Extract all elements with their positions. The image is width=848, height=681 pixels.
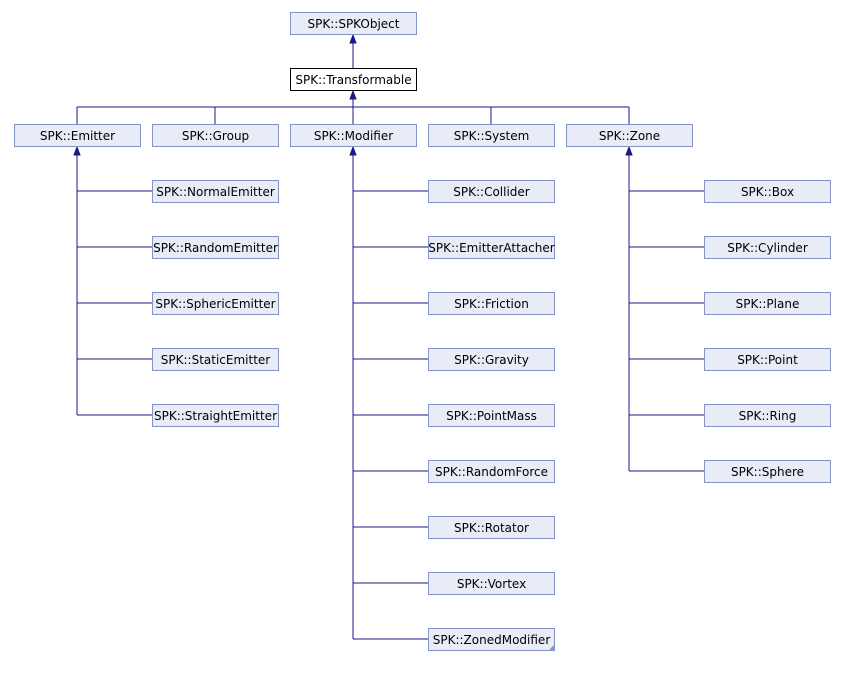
class-node-straightemitter[interactable]: SPK::StraightEmitter [152, 404, 279, 427]
more-children-indicator-icon [548, 644, 555, 651]
class-node-sphericemitter[interactable]: SPK::SphericEmitter [152, 292, 279, 315]
class-node-box [704, 236, 831, 259]
class-node-spkobject[interactable]: SPK::SPKObject [290, 12, 417, 35]
class-node-randomforce[interactable]: SPK::RandomForce [428, 460, 555, 483]
class-node-emitterattacher[interactable]: SPK::EmitterAttacher [428, 236, 555, 259]
class-node-label: SPK::Box [741, 185, 794, 199]
class-node-label: SPK::Group [182, 129, 249, 143]
class-node-zone[interactable]: SPK::Zone [566, 124, 693, 147]
class-node-label: SPK::Cylinder [727, 241, 808, 255]
class-node-label: SPK::Emitter [40, 129, 115, 143]
class-node-gravity[interactable]: SPK::Gravity [428, 348, 555, 371]
class-node-system[interactable]: SPK::System [428, 124, 555, 147]
class-node-label: SPK::Rotator [454, 521, 529, 535]
class-node-label: SPK::Sphere [731, 465, 804, 479]
class-node-box [704, 348, 831, 371]
class-node-rotator[interactable]: SPK::Rotator [428, 516, 555, 539]
class-node-box [152, 404, 279, 427]
class-node-label: SPK::StaticEmitter [161, 353, 271, 367]
class-node-box [290, 12, 417, 35]
class-node-label: SPK::PointMass [446, 409, 537, 423]
class-node-box [152, 292, 279, 315]
class-node-group[interactable]: SPK::Group [152, 124, 279, 147]
class-node-label: SPK::Zone [599, 129, 660, 143]
class-node-label: SPK::RandomEmitter [153, 241, 278, 255]
nodes-layer: SPK::SPKObjectSPK::TransformableSPK::Emi… [14, 12, 831, 651]
class-node-plane[interactable]: SPK::Plane [704, 292, 831, 315]
class-node-label: SPK::NormalEmitter [156, 185, 275, 199]
class-node-randomemitter[interactable]: SPK::RandomEmitter [152, 236, 279, 259]
class-node-vortex[interactable]: SPK::Vortex [428, 572, 555, 595]
class-node-label: SPK::Transformable [295, 73, 411, 87]
class-node-emitter[interactable]: SPK::Emitter [14, 124, 141, 147]
class-node-box [428, 292, 555, 315]
class-node-box [290, 68, 417, 91]
class-node-label: SPK::EmitterAttacher [428, 241, 554, 255]
class-node-box [428, 124, 555, 147]
class-node-box [704, 292, 831, 315]
class-node-sphere[interactable]: SPK::Sphere [704, 460, 831, 483]
class-node-zonedmodifier[interactable]: SPK::ZonedModifier [428, 628, 555, 651]
class-node-modifier[interactable]: SPK::Modifier [290, 124, 417, 147]
class-node-label: SPK::Point [737, 353, 798, 367]
class-node-friction[interactable]: SPK::Friction [428, 292, 555, 315]
class-node-box [428, 460, 555, 483]
class-node-point[interactable]: SPK::Point [704, 348, 831, 371]
class-node-box [704, 180, 831, 203]
arrowhead-transformable [349, 89, 357, 100]
class-node-box [290, 124, 417, 147]
arrowhead-zone [625, 145, 633, 156]
class-node-pointmass[interactable]: SPK::PointMass [428, 404, 555, 427]
class-node-box [428, 236, 555, 259]
arrowhead-modifier [349, 145, 357, 156]
class-node-label: SPK::Vortex [457, 577, 526, 591]
class-node-box [152, 348, 279, 371]
arrowhead-emitter [73, 145, 81, 156]
class-node-collider[interactable]: SPK::Collider [428, 180, 555, 203]
class-node-label: SPK::RandomForce [435, 465, 548, 479]
class-node-box [566, 124, 693, 147]
class-node-label: SPK::Modifier [314, 129, 393, 143]
class-node-box [152, 236, 279, 259]
class-node-label: SPK::StraightEmitter [154, 409, 277, 423]
class-node-staticemitter[interactable]: SPK::StaticEmitter [152, 348, 279, 371]
class-node-label: SPK::SphericEmitter [155, 297, 275, 311]
class-node-box [152, 124, 279, 147]
class-node-label: SPK::Friction [454, 297, 529, 311]
class-node-label: SPK::ZonedModifier [433, 633, 551, 647]
class-node-box [428, 404, 555, 427]
class-node-ring[interactable]: SPK::Ring [704, 404, 831, 427]
class-node-box[interactable]: SPK::Box [704, 180, 831, 203]
class-node-label: SPK::Ring [739, 409, 797, 423]
class-node-box [428, 516, 555, 539]
class-node-box [428, 572, 555, 595]
class-node-box [14, 124, 141, 147]
class-node-label: SPK::System [454, 129, 530, 143]
class-node-box [704, 460, 831, 483]
class-node-normalemitter[interactable]: SPK::NormalEmitter [152, 180, 279, 203]
class-node-label: SPK::Plane [736, 297, 800, 311]
arrowhead-spkobject [349, 33, 357, 44]
class-node-transformable: SPK::Transformable [290, 68, 417, 91]
class-node-cylinder[interactable]: SPK::Cylinder [704, 236, 831, 259]
class-node-label: SPK::Gravity [454, 353, 529, 367]
class-node-box [428, 628, 555, 651]
class-node-box [428, 348, 555, 371]
class-node-label: SPK::SPKObject [308, 17, 400, 31]
class-node-box [152, 180, 279, 203]
class-node-box [704, 404, 831, 427]
class-node-label: SPK::Collider [453, 185, 530, 199]
edges-layer [73, 33, 704, 640]
class-node-box [428, 180, 555, 203]
